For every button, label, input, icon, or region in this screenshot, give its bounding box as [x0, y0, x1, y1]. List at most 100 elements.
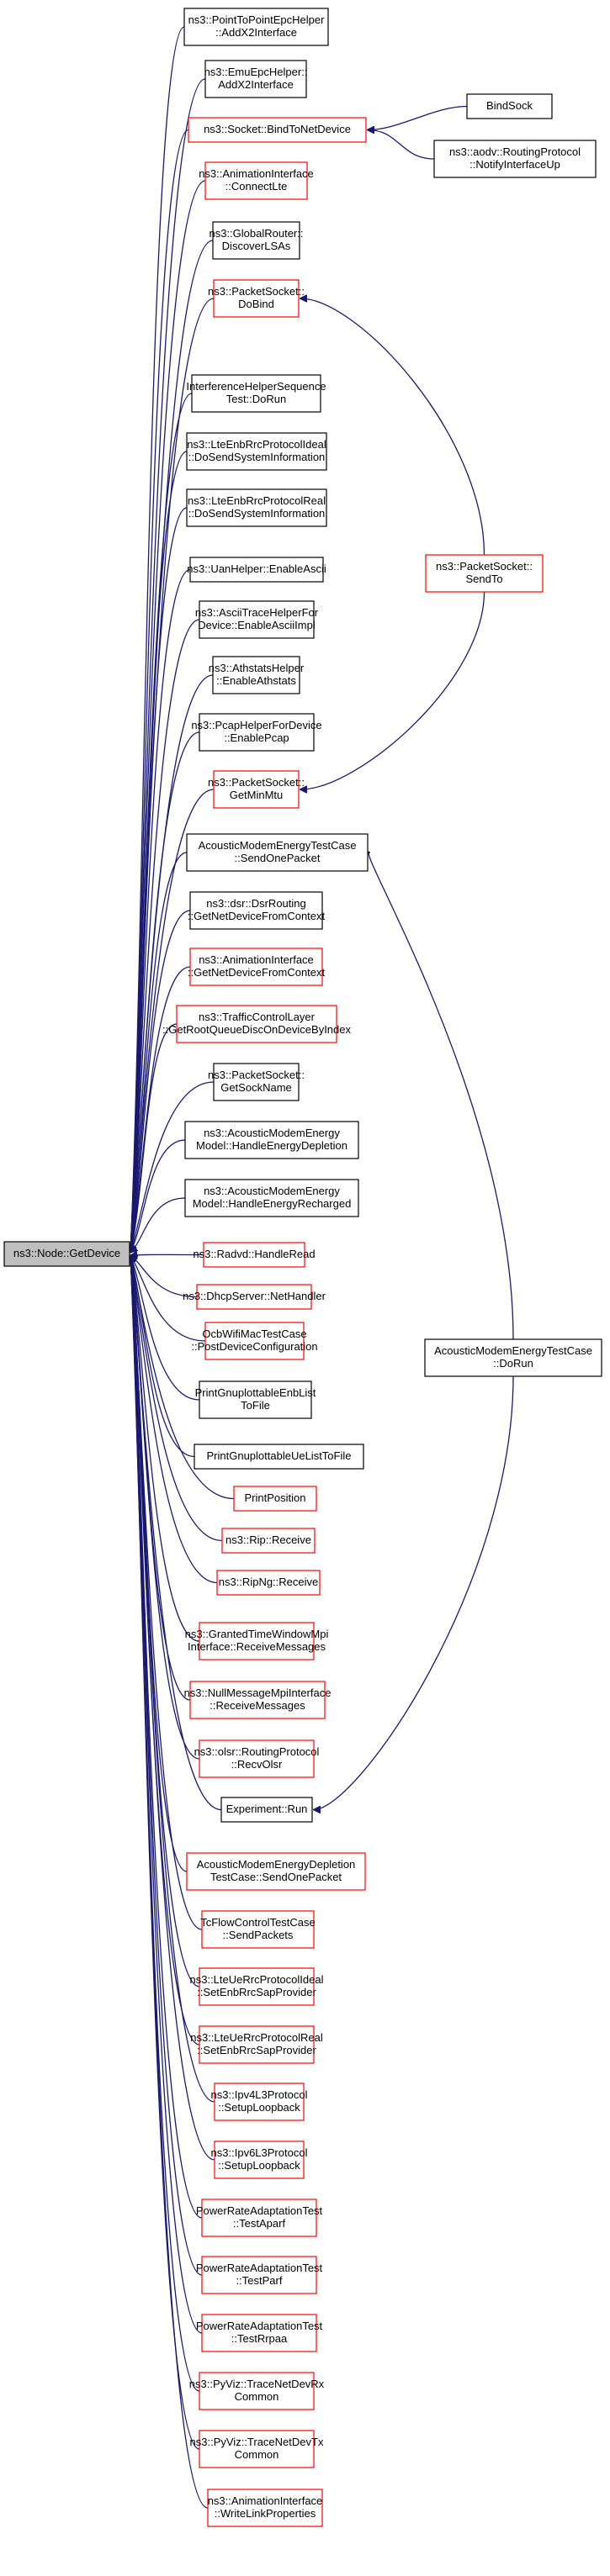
- node-box[interactable]: [214, 2141, 305, 2179]
- graph-node[interactable]: ns3::PointToPointEpcHelper::AddX2Interfa…: [183, 8, 329, 46]
- node-box[interactable]: [194, 1444, 364, 1470]
- graph-node[interactable]: PowerRateAdaptationTest::TestAparf: [196, 2199, 323, 2237]
- node-box[interactable]: [189, 557, 324, 583]
- graph-node[interactable]: ns3::PacketSocket::SendTo: [425, 554, 544, 593]
- node-box[interactable]: [199, 2430, 315, 2468]
- graph-node[interactable]: PrintPosition: [233, 1486, 317, 1512]
- graph-node[interactable]: Experiment::Run: [220, 1797, 313, 1823]
- node-box[interactable]: [184, 1121, 359, 1159]
- graph-node[interactable]: ns3::LteUeRrcProtocolIdeal::SetEnbRrcSap…: [190, 1967, 324, 2006]
- node-box[interactable]: [191, 374, 321, 413]
- node-box[interactable]: [424, 1338, 602, 1377]
- graph-node[interactable]: ns3::DhcpServer::NetHandler: [183, 1284, 326, 1310]
- node-box[interactable]: [199, 713, 315, 752]
- graph-node[interactable]: ns3::UanHelper::EnableAscii: [187, 557, 326, 583]
- node-box[interactable]: [204, 161, 308, 200]
- graph-node[interactable]: ns3::LteUeRrcProtocolReal::SetEnbRrcSapP…: [190, 2025, 323, 2064]
- node-box[interactable]: [204, 60, 307, 98]
- graph-node[interactable]: ns3::AcousticModemEnergyModel::HandleEne…: [184, 1179, 359, 1217]
- node-box[interactable]: [183, 8, 329, 46]
- node-box[interactable]: [212, 221, 300, 260]
- graph-node[interactable]: ns3::AnimationInterface::GetNetDeviceFro…: [188, 948, 326, 986]
- graph-node[interactable]: ns3::PacketSocket::DoBind: [208, 279, 305, 318]
- node-box[interactable]: [221, 1528, 316, 1554]
- graph-node[interactable]: ns3::Socket::BindToNetDevice: [188, 117, 367, 143]
- node-box[interactable]: [199, 2025, 315, 2064]
- graph-node[interactable]: ns3::Rip::Receive: [221, 1528, 316, 1554]
- graph-node[interactable]: ns3::GrantedTimeWindowMpiInterface::Rece…: [185, 1622, 329, 1660]
- graph-node[interactable]: ns3::LteEnbRrcProtocolReal::DoSendSystem…: [186, 488, 327, 527]
- node-box[interactable]: [213, 279, 300, 318]
- graph-node[interactable]: ns3::NullMessageMpiInterface::ReceiveMes…: [184, 1681, 332, 1719]
- node-box[interactable]: [199, 2372, 315, 2410]
- graph-node[interactable]: ns3::Ipv6L3Protocol::SetupLoopback: [211, 2141, 308, 2179]
- graph-node[interactable]: ns3::PacketSocket::GetMinMtu: [208, 770, 305, 809]
- node-box[interactable]: [189, 948, 323, 986]
- graph-node[interactable]: ns3::AcousticModemEnergyModel::HandleEne…: [184, 1121, 359, 1159]
- node-box[interactable]: [433, 140, 597, 178]
- node-box[interactable]: [213, 770, 300, 809]
- graph-node[interactable]: AcousticModemEnergyTestCase::SendOnePack…: [186, 833, 369, 872]
- node-box[interactable]: [199, 600, 315, 639]
- node-box[interactable]: [3, 1241, 130, 1267]
- graph-node[interactable]: OcbWifiMacTestCase::PostDeviceConfigurat…: [191, 1322, 318, 1360]
- graph-node[interactable]: PowerRateAdaptationTest::TestParf: [196, 2256, 323, 2294]
- node-box[interactable]: [188, 117, 367, 143]
- graph-node[interactable]: ns3::dsr::DsrRouting::GetNetDeviceFromCo…: [188, 891, 326, 930]
- graph-node[interactable]: TcFlowControlTestCase::SendPackets: [200, 1910, 316, 1949]
- graph-node[interactable]: ns3::AthstatsHelper::EnableAthstats: [209, 656, 305, 694]
- graph-node[interactable]: PowerRateAdaptationTest::TestRrpaa: [196, 2314, 323, 2352]
- node-box[interactable]: [201, 2256, 317, 2294]
- node-box[interactable]: [204, 1322, 305, 1360]
- node-box[interactable]: [199, 1967, 315, 2006]
- node-box[interactable]: [201, 2199, 317, 2237]
- graph-node[interactable]: ns3::GlobalRouter::DiscoverLSAs: [209, 221, 304, 260]
- node-box[interactable]: [220, 1797, 313, 1823]
- node-box[interactable]: [425, 554, 544, 593]
- graph-node[interactable]: PrintGnuplottableUeListToFile: [194, 1444, 364, 1470]
- node-box[interactable]: [186, 1852, 366, 1891]
- node-box[interactable]: [214, 2082, 305, 2121]
- node-box[interactable]: [199, 1739, 315, 1778]
- graph-node[interactable]: ns3::aodv::RoutingProtocol::NotifyInterf…: [433, 140, 597, 178]
- node-box[interactable]: [201, 1910, 315, 1949]
- node-box[interactable]: [186, 833, 369, 872]
- node-box[interactable]: [199, 1380, 312, 1419]
- graph-node[interactable]: ns3::RipNg::Receive: [216, 1570, 321, 1596]
- node-box[interactable]: [199, 1622, 315, 1660]
- graph-node[interactable]: AcousticModemEnergyDepletionTestCase::Se…: [186, 1852, 366, 1891]
- graph-node[interactable]: ns3::olsr::RoutingProtocol::RecvOlsr: [194, 1739, 320, 1778]
- graph-node[interactable]: ns3::LteEnbRrcProtocolIdeal::DoSendSyste…: [186, 432, 327, 471]
- node-box[interactable]: [186, 432, 327, 471]
- node-box[interactable]: [201, 2314, 317, 2352]
- node-box[interactable]: [216, 1570, 321, 1596]
- graph-node[interactable]: ns3::PcapHelperForDevice::EnablePcap: [191, 713, 322, 752]
- graph-node[interactable]: BindSock: [466, 93, 553, 119]
- graph-node[interactable]: ns3::AnimationInterface::ConnectLte: [199, 161, 314, 200]
- graph-node[interactable]: ns3::Radvd::HandleRead: [193, 1242, 316, 1268]
- node-box[interactable]: [466, 93, 553, 119]
- graph-node[interactable]: ns3::EmuEpcHelper::AddX2Interface: [204, 60, 308, 98]
- node-box[interactable]: [212, 656, 300, 694]
- node-box[interactable]: [203, 1242, 305, 1268]
- graph-node[interactable]: ns3::Ipv4L3Protocol::SetupLoopback: [211, 2082, 308, 2121]
- node-box[interactable]: [233, 1486, 317, 1512]
- node-box[interactable]: [184, 1179, 359, 1217]
- node-box[interactable]: [176, 1005, 337, 1043]
- graph-node[interactable]: ns3::TrafficControlLayer::GetRootQueueDi…: [162, 1005, 351, 1043]
- node-box[interactable]: [189, 1681, 326, 1719]
- node-box[interactable]: [207, 2489, 323, 2527]
- node-box[interactable]: [186, 488, 327, 527]
- node-box[interactable]: [213, 1063, 300, 1101]
- graph-node[interactable]: AcousticModemEnergyTestCase::DoRun: [424, 1338, 602, 1377]
- node-box[interactable]: [196, 1284, 312, 1310]
- node-box[interactable]: [189, 891, 323, 930]
- graph-node[interactable]: ns3::AnimationInterface::WriteLinkProper…: [207, 2489, 323, 2527]
- graph-node[interactable]: ns3::AsciiTraceHelperForDevice::EnableAs…: [195, 600, 319, 639]
- graph-node[interactable]: ns3::PacketSocket::GetSockName: [208, 1063, 305, 1101]
- root-node-get-device[interactable]: ns3::Node::GetDevice: [3, 1241, 130, 1267]
